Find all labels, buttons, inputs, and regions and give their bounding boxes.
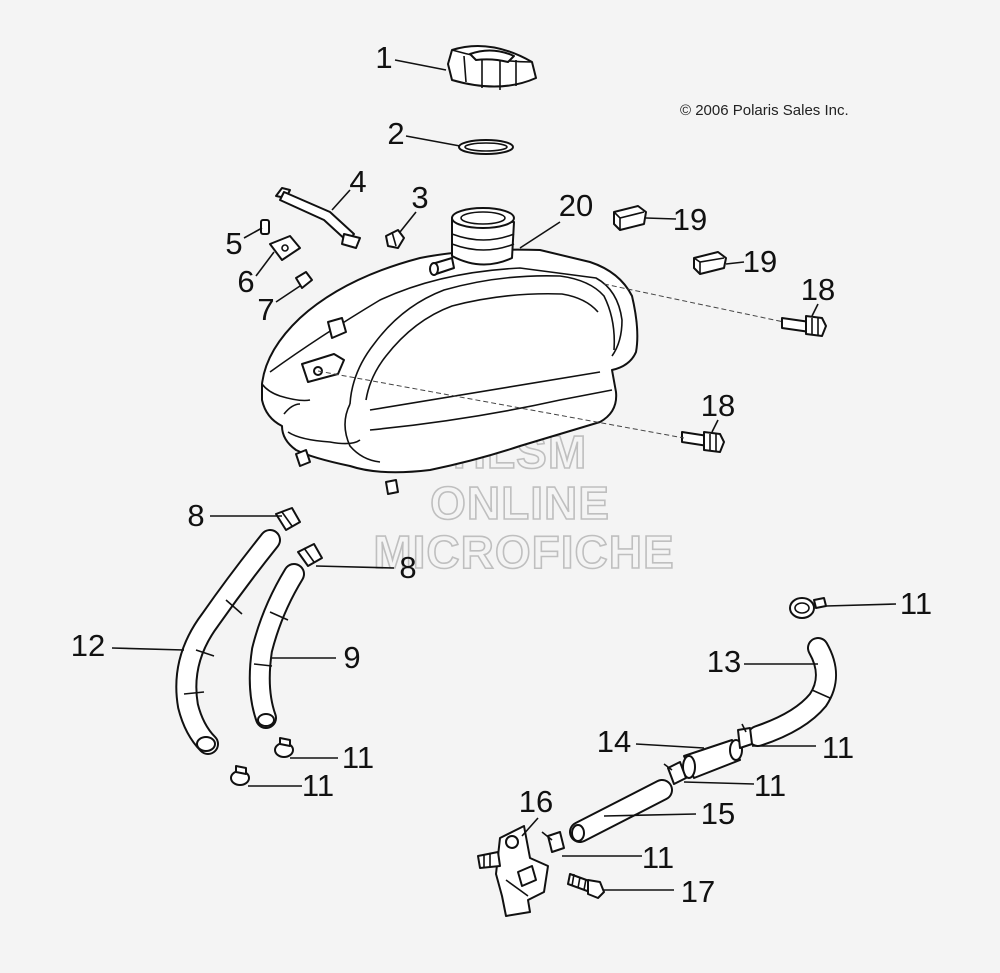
callout-7: 7	[257, 292, 274, 327]
callout-11-c: 11	[822, 730, 854, 765]
callout-19-lower: 19	[743, 244, 777, 279]
callout-8-upper: 8	[187, 498, 204, 533]
hose-clamp-8-lower	[297, 543, 323, 567]
hose-clamp-11-d	[663, 761, 687, 785]
callout-18-upper: 18	[801, 272, 835, 307]
tank-pad-lower	[693, 251, 727, 275]
watermark-line-2: ONLINE	[430, 477, 610, 529]
callout-11-b: 11	[302, 768, 334, 803]
callout-6: 6	[237, 264, 254, 299]
fuel-hose-9	[248, 563, 305, 729]
fuel-fitting	[385, 229, 405, 249]
cap-gasket	[458, 139, 514, 155]
callout-8-lower: 8	[399, 550, 416, 585]
fuel-valve	[477, 825, 549, 917]
inline-fuel-filter	[682, 739, 743, 779]
callout-4: 4	[349, 164, 366, 199]
screw-washer-grommet	[260, 219, 313, 289]
alignment-line	[317, 370, 685, 439]
hose-clamp-11-b	[230, 765, 250, 786]
mount-bolt-upper	[781, 315, 827, 337]
callout-18-lower: 18	[701, 388, 735, 423]
callout-16: 16	[519, 784, 553, 819]
hose-clamp-8-upper	[275, 507, 301, 531]
callout-15: 15	[701, 796, 735, 831]
callout-9: 9	[343, 640, 360, 675]
callout-11-a: 11	[342, 740, 374, 775]
callout-11-top: 11	[900, 586, 932, 621]
copyright-text: © 2006 Polaris Sales Inc.	[680, 102, 849, 119]
leader-lines	[111, 59, 897, 891]
watermark: HLSM ONLINE MICROFICHE	[373, 425, 675, 579]
callout-5: 5	[225, 226, 242, 261]
callout-11-d: 11	[754, 768, 786, 803]
fuel-tank	[261, 207, 639, 495]
callout-19-upper: 19	[673, 202, 707, 237]
hose-clamp-11-a	[274, 737, 294, 758]
callout-17: 17	[681, 874, 715, 909]
callout-11-e: 11	[642, 840, 674, 875]
mount-bolt-lower	[681, 431, 725, 453]
alignment-line	[603, 283, 785, 323]
valve-screw	[567, 873, 605, 899]
vent-tube	[275, 187, 361, 249]
callout-labels: 1 2 3 4 5 6 7 8 8 9 11 11 11 11 11 11 12…	[71, 40, 932, 909]
hose-clamp-11-c	[737, 723, 753, 749]
fuel-hose-13	[747, 637, 837, 747]
fuel-hose-15	[569, 779, 673, 843]
callout-20: 20	[559, 188, 593, 223]
tank-pad-upper	[613, 205, 647, 231]
hose-end	[196, 736, 216, 752]
watermark-line-3: MICROFICHE	[373, 526, 674, 578]
hose-clamp-11-top	[789, 597, 827, 619]
callout-13: 13	[707, 644, 741, 679]
fuel-hose-12	[175, 529, 281, 755]
callout-2: 2	[387, 116, 404, 151]
callout-1: 1	[375, 40, 392, 75]
fuel-cap	[447, 45, 537, 90]
callout-12: 12	[71, 628, 105, 663]
callout-3: 3	[411, 180, 428, 215]
hose-clamp-11-e	[541, 831, 565, 853]
callout-14: 14	[597, 724, 631, 759]
